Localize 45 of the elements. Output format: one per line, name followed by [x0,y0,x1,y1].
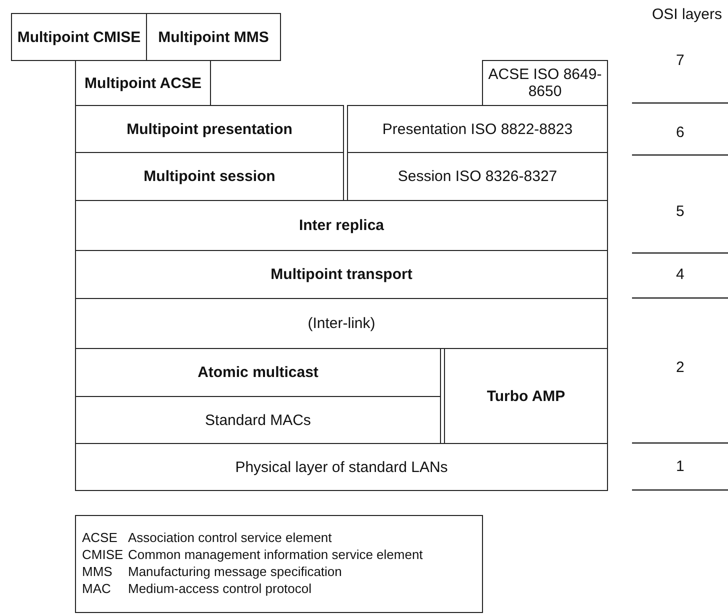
protocol-layer-box [75,200,608,251]
layer-name: Multipoint ACSE [84,74,202,92]
protocol-layer-box [75,348,441,397]
protocol-layer-box [444,348,608,444]
layer-name: Multipoint session [142,168,276,185]
protocol-layer-box [75,396,441,444]
layer-name: Session ISO 8326-8327 [396,168,558,185]
glossary-definition: Manufacturing message specification [128,564,342,579]
glossary-abbreviation: CMISE [82,547,124,562]
layer-name: (Inter-link) [306,315,376,332]
glossary-definition: Association control service element [128,530,332,545]
glossary-abbreviation: ACSE [82,530,118,545]
protocol-layer-box [347,152,608,201]
protocol-layer-box [75,298,608,349]
protocol-layer-box [75,105,344,153]
layer-name: Standard MACs [204,412,312,428]
layer-number: 1 [676,458,684,475]
protocol-layer-box [75,152,344,201]
glossary-abbreviation: MMS [82,564,112,579]
layer-number: 4 [676,266,684,283]
layer-name: Presentation ISO 8822-8823 [381,120,574,138]
layer-name: Multipoint CMISE [16,28,142,46]
layer-name: Physical layer of standard LANs [234,458,449,476]
layer-name: Multipoint MMS [157,28,270,46]
layer-name: Turbo AMP [486,388,566,404]
layer-number: 6 [676,124,684,141]
layer-name: ACSE ISO 8649-8650 [487,66,603,100]
glossary-definition: Common management information service element [128,547,423,562]
protocol-layer-box [347,105,608,153]
layer-name: Multipoint transport [270,266,414,283]
layer-name: Multipoint presentation [126,120,294,138]
layer-name: Atomic multicast [196,364,320,381]
protocol-layer-box [146,13,281,61]
protocol-layer-box [482,60,608,106]
glossary-definition: Medium-access control protocol [128,581,312,596]
layer-name: Inter replica [298,217,386,234]
protocol-layer-box [75,60,211,106]
layer-number: 5 [676,203,684,220]
protocol-layer-box [11,13,147,61]
protocol-layer-box [75,250,608,299]
protocol-layer-box [75,443,608,491]
layer-number: 2 [676,359,684,376]
layer-number: 7 [676,52,684,69]
glossary-abbreviation: MAC [82,581,111,596]
column-heading: OSI layers [652,6,722,23]
